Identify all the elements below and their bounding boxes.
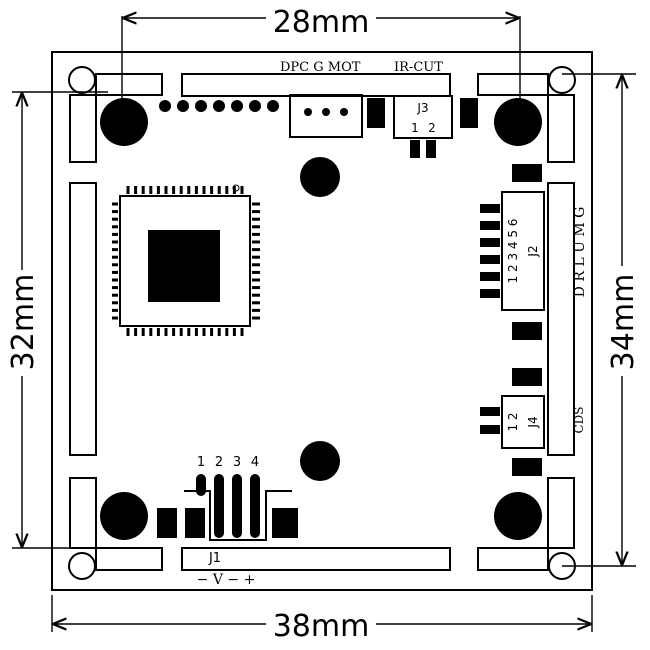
center-hole-lower [300, 441, 340, 481]
dim-label-bottom: 38mm [273, 609, 370, 644]
corner-mount-top-left [68, 66, 163, 163]
label-cds: CDS [572, 406, 586, 433]
label-j2-pins: 1 2 3 4 5 6 [506, 219, 520, 284]
center-hole-upper [300, 157, 340, 197]
mount-hole-top-left [100, 98, 148, 146]
dimension-bottom [51, 595, 593, 632]
smd-pad [512, 322, 542, 340]
right-slot [547, 182, 575, 456]
dim-label-top: 28mm [273, 5, 370, 40]
label-ir-cut: IR-CUT [394, 60, 443, 75]
label-j1: J1 [208, 551, 221, 566]
label-j2: J2 [526, 245, 540, 257]
board-outline [51, 51, 593, 591]
j3-connector [393, 95, 453, 158]
dot-row [159, 100, 279, 112]
label-j4: J4 [526, 416, 540, 428]
label-drlumg: D R L U M G [572, 207, 588, 298]
label-dpc-g-mot: DPC G MOT [280, 60, 361, 75]
mount-hole-top-right [494, 98, 542, 146]
dimension-right [562, 73, 636, 567]
left-slot [69, 182, 97, 456]
label-j3: J3 [416, 101, 428, 115]
label-j1-pin4: 4 [251, 455, 259, 470]
smd-pad [512, 368, 542, 386]
j1-connector [157, 474, 298, 541]
j4-connector [480, 395, 545, 449]
label-j4-pins: 1 2 [506, 412, 520, 431]
corner-mount-top-right [477, 66, 576, 163]
label-j3-pin2: 2 [428, 121, 436, 135]
ic-chip [112, 184, 260, 336]
smd-pad [367, 98, 385, 128]
label-j1-pin1: 1 [197, 455, 205, 470]
j2-connector [480, 191, 545, 311]
dimension-top [121, 16, 521, 122]
smd-pad [460, 98, 478, 128]
mount-hole-bottom-right [494, 492, 542, 540]
dpc-connector [289, 94, 363, 138]
label-j1-pinout: − V − + [197, 572, 256, 588]
top-slot [181, 73, 451, 97]
dimension-left [12, 91, 108, 549]
label-j1-pin2: 2 [215, 455, 223, 470]
smd-pad [512, 164, 542, 182]
smd-pad [512, 458, 542, 476]
label-j1-pin3: 3 [233, 455, 241, 470]
dim-label-left: 32mm [6, 274, 41, 371]
bottom-slot [181, 547, 451, 571]
mount-hole-bottom-left [100, 492, 148, 540]
dim-label-right: 34mm [606, 274, 641, 371]
label-j3-pin1: 1 [411, 121, 419, 135]
